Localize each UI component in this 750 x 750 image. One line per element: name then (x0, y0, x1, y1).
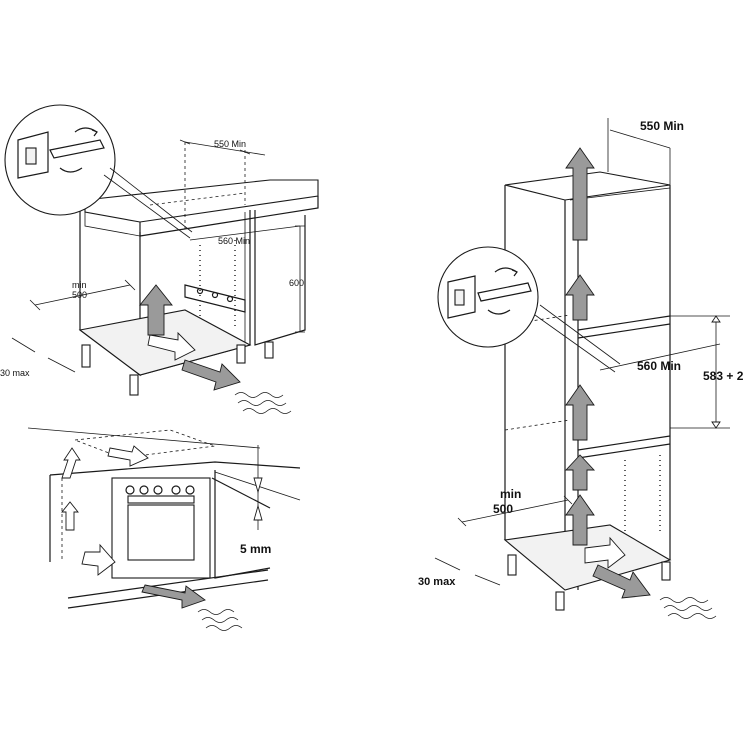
dim-min-value-a: 500 (72, 290, 87, 300)
dim-min-label-b: min (500, 487, 521, 501)
dim-width-label-a: 550 Min (214, 139, 246, 149)
dim-height-label-a: 600 (289, 278, 304, 288)
tall-cabinet-figure: 550 Min 560 Min 583 + 2 min 500 30 max (418, 118, 744, 619)
dim-depth-label-b: 560 Min (637, 359, 681, 373)
dim-min-value-b: 500 (493, 502, 513, 516)
oven-under-hob-figure: 5 mm (27, 427, 301, 631)
undercounter-cabinet-figure: 550 Min 560 Min 600 min 500 30 max (0, 104, 319, 414)
dim-min-label-a: min (72, 280, 87, 290)
dim-height-label-b: 583 + 2 (703, 369, 744, 383)
dim-max-label-a: 30 max (0, 368, 30, 378)
dim-gap-label: 5 mm (240, 542, 271, 556)
dim-depth-label-a: 560 Min (218, 236, 250, 246)
dim-max-label-b: 30 max (418, 576, 456, 588)
dim-width-label-b: 550 Min (640, 119, 684, 133)
